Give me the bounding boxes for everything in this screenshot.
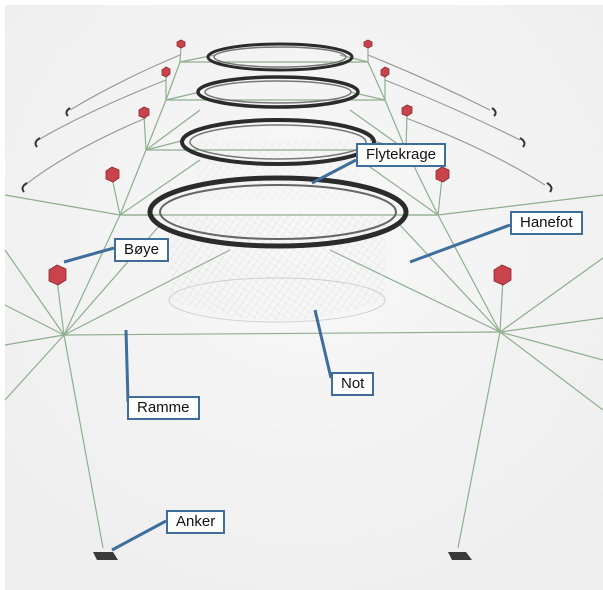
far-mooring-lines <box>24 54 546 186</box>
buoy-left <box>48 264 67 286</box>
callout-line-anker <box>111 519 167 552</box>
label-hanefot: Hanefot <box>510 211 583 235</box>
callout-lines <box>63 158 511 552</box>
buoy-posts <box>56 45 504 336</box>
buoy <box>176 39 186 49</box>
callout-line-ramme <box>124 329 130 403</box>
anchors <box>93 552 472 560</box>
buoys <box>48 39 512 286</box>
label-not: Not <box>331 372 375 396</box>
label-anker: Anker <box>166 510 226 534</box>
anchor-left <box>93 552 118 560</box>
buoy <box>138 106 150 119</box>
net <box>168 140 386 323</box>
buoy <box>435 166 450 183</box>
callout-line-hanefot <box>409 223 511 264</box>
buoy <box>161 66 171 78</box>
callout-line-boye <box>63 246 115 264</box>
callout-line-flytekrage <box>311 158 357 185</box>
far-hooks <box>21 107 553 193</box>
callout-line-not <box>313 309 333 379</box>
label-ramme: Ramme <box>127 396 200 420</box>
floating-collars <box>147 42 409 249</box>
anchor-right <box>448 552 472 560</box>
buoy <box>105 166 120 183</box>
buoy <box>401 104 413 117</box>
buoy <box>380 66 390 78</box>
buoy-right <box>493 264 512 286</box>
label-boye: Bøye <box>114 238 170 262</box>
buoy <box>363 39 373 49</box>
label-flytekrage: Flytekrage <box>356 143 447 167</box>
